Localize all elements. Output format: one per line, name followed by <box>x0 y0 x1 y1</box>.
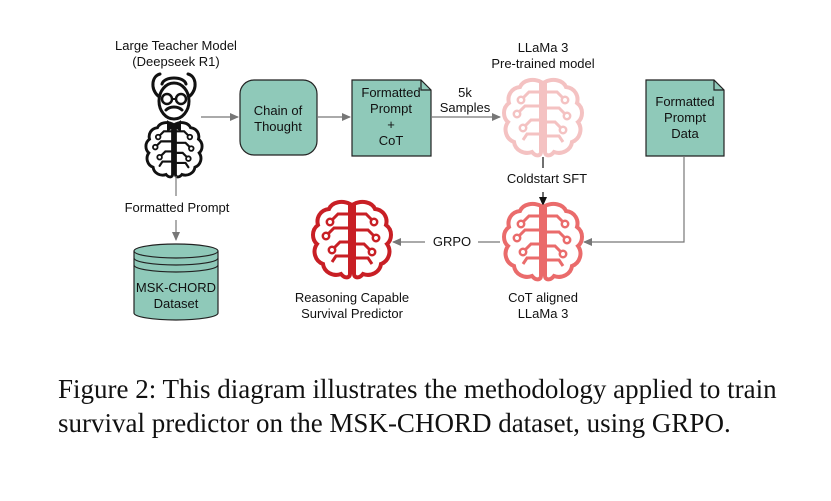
formatted-prompt-data-doc <box>645 79 725 157</box>
predictor-label-line2: Survival Predictor <box>301 306 404 321</box>
doc-line2: Prompt <box>370 101 412 116</box>
samples-label-line2: Samples <box>440 100 491 115</box>
cot-box-line1: Chain of <box>254 103 303 118</box>
predictor-label-line1: Reasoning Capable <box>295 290 409 305</box>
figure-caption: Figure 2: This diagram illustrates the m… <box>58 374 777 438</box>
methodology-diagram: Large Teacher Model (Deepseek R1) Chain … <box>115 38 725 321</box>
prompt-data-line1: Formatted <box>655 94 714 109</box>
doc-line4: CoT <box>379 133 404 148</box>
teacher-model-icon <box>144 72 204 179</box>
arrow-promptdata-to-aligned <box>583 156 685 246</box>
formatted-prompt-cot-doc <box>351 79 432 157</box>
coldstart-sft-label: Coldstart SFT <box>507 171 587 186</box>
grpo-label: GRPO <box>433 234 471 249</box>
dataset-line2: Dataset <box>154 296 199 311</box>
dataset-line1: MSK-CHORD <box>136 280 216 295</box>
aligned-label-line2: LLaMa 3 <box>518 306 569 321</box>
formatted-prompt-label: Formatted Prompt <box>125 200 230 215</box>
pretrained-title-line2: Pre-trained model <box>491 56 594 71</box>
doc-line1: Formatted <box>361 85 420 100</box>
aligned-label-line1: CoT aligned <box>508 290 578 305</box>
doc-line3: + <box>387 117 395 132</box>
prompt-data-line3: Data <box>671 126 699 141</box>
cot-aligned-brain-icon <box>502 201 584 282</box>
predictor-brain-icon <box>311 199 393 280</box>
cot-box-line2: Thought <box>254 119 302 134</box>
samples-label-line1: 5k <box>458 85 472 100</box>
pretrained-title-line1: LLaMa 3 <box>518 40 569 55</box>
dataset-cylinder-icon <box>133 243 219 321</box>
teacher-title-line1: Large Teacher Model <box>115 38 237 53</box>
teacher-title-line2: (Deepseek R1) <box>132 54 219 69</box>
pretrained-brain-icon <box>502 77 584 158</box>
prompt-data-line2: Prompt <box>664 110 706 125</box>
